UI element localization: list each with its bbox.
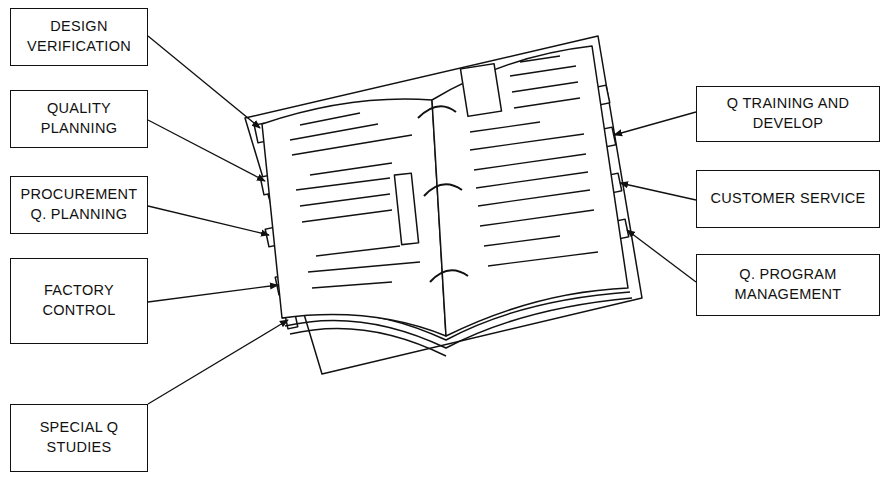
box-label: Q. PROGRAM MANAGEMENT (705, 265, 871, 304)
box-label: DESIGN VERIFICATION (19, 17, 139, 56)
leader-lines (148, 36, 696, 404)
box-label: QUALITY PLANNING (19, 99, 139, 138)
label-box: CUSTOMER SERVICE (696, 170, 880, 228)
label-box: DESIGN VERIFICATION (10, 8, 148, 66)
binder-rings (418, 106, 468, 282)
left-page (262, 99, 446, 336)
right-page (432, 46, 628, 336)
box-label: Q TRAINING AND DEVELOP (705, 94, 871, 133)
label-box: Q TRAINING AND DEVELOP (696, 86, 880, 142)
box-label: FACTORY CONTROL (19, 281, 139, 320)
label-box: PROCUREMENT Q. PLANNING (10, 176, 148, 234)
binder-cover (245, 36, 642, 374)
page-text-lines (290, 56, 598, 288)
box-label: CUSTOMER SERVICE (711, 189, 866, 209)
box-label: PROCUREMENT Q. PLANNING (19, 185, 139, 224)
label-box: FACTORY CONTROL (10, 258, 148, 344)
label-box: SPECIAL Q STUDIES (10, 404, 148, 472)
label-box: QUALITY PLANNING (10, 90, 148, 148)
label-box: Q. PROGRAM MANAGEMENT (696, 254, 880, 316)
box-label: SPECIAL Q STUDIES (19, 418, 139, 457)
